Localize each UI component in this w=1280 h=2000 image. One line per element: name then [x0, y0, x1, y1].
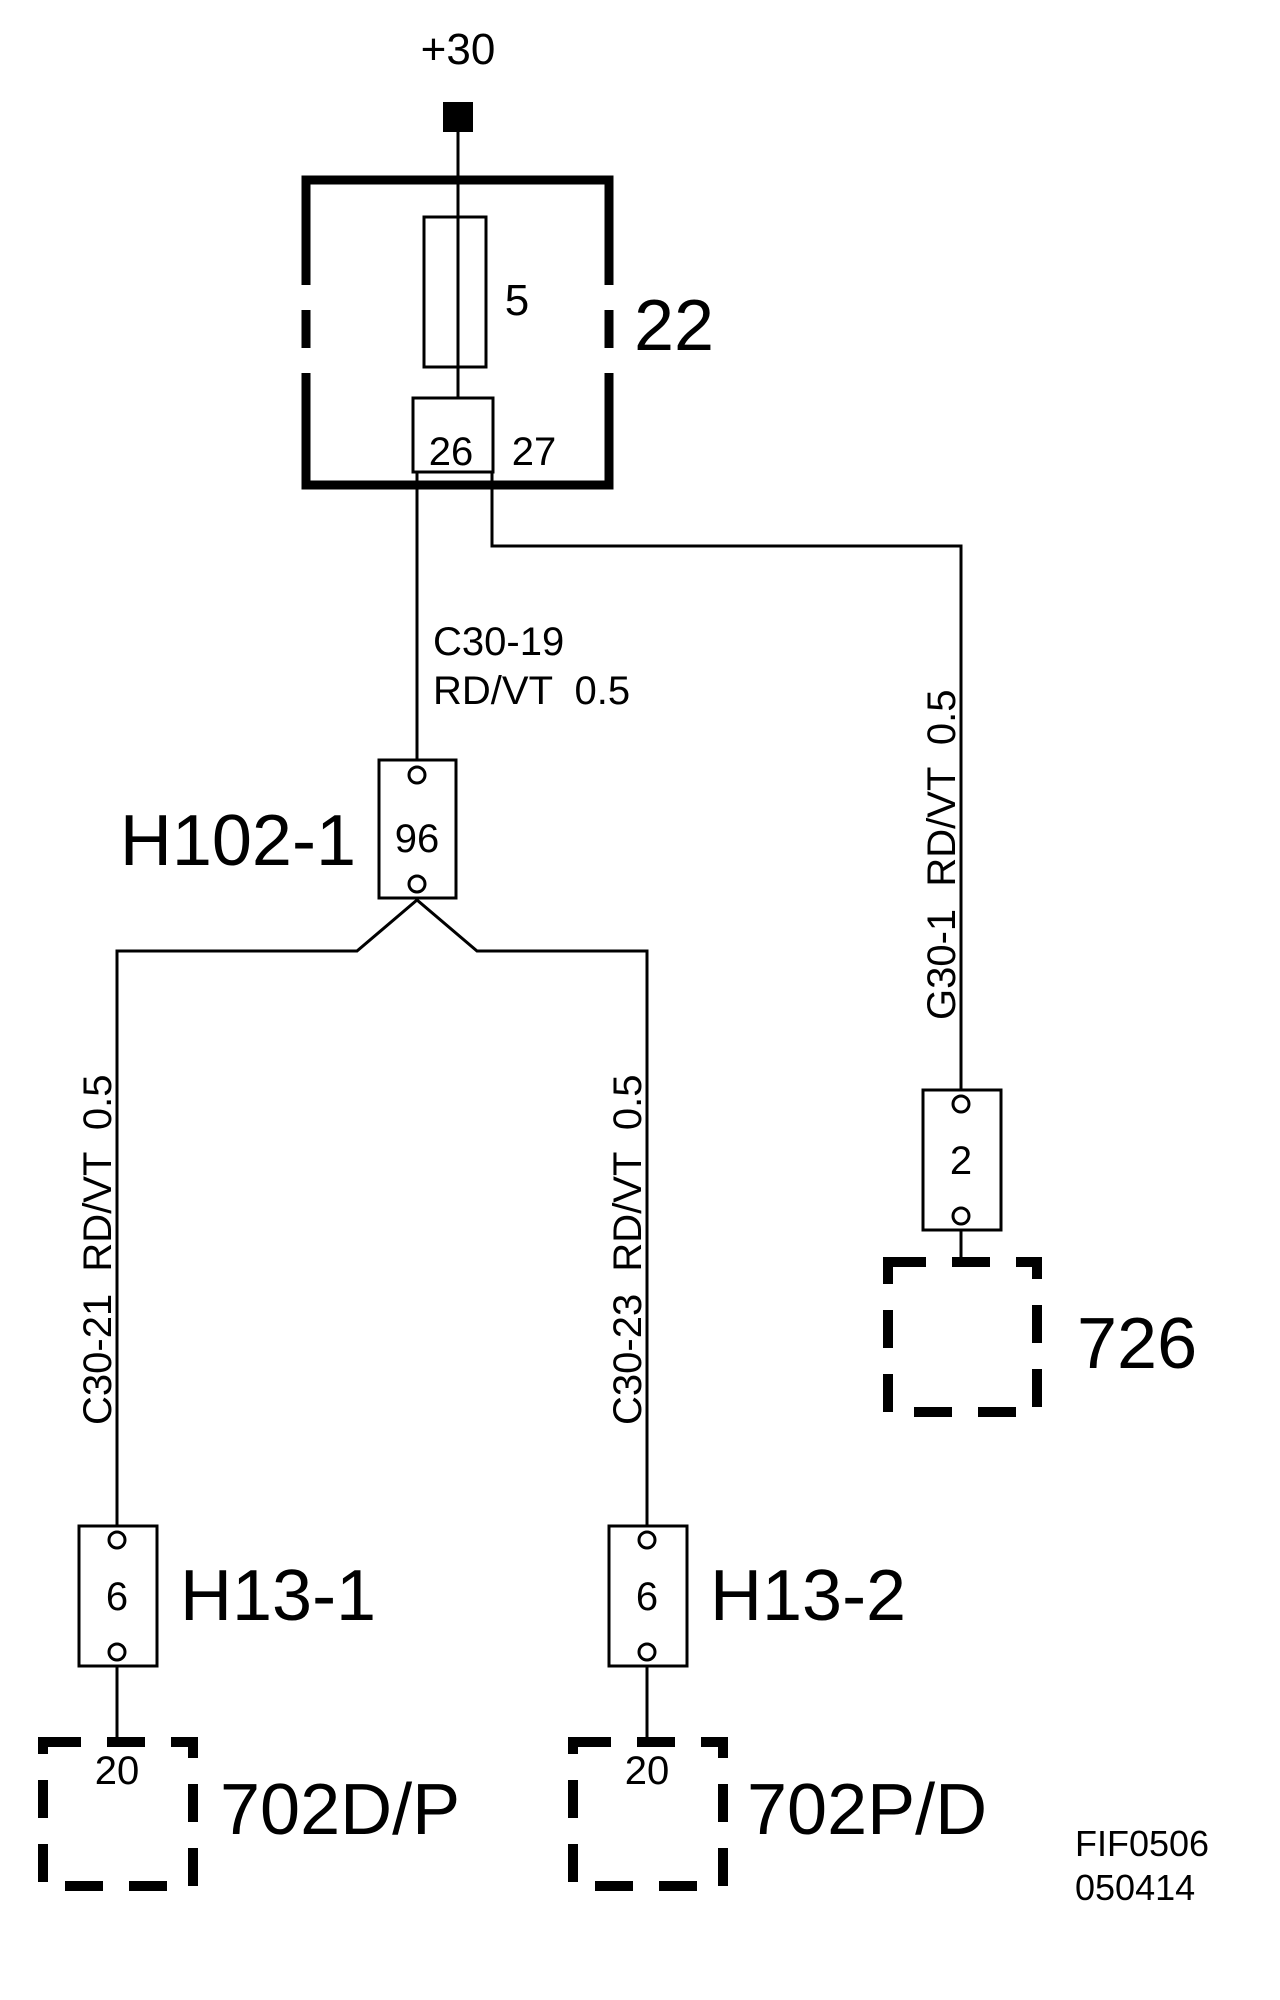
- component-702dp-box: [38, 1737, 198, 1891]
- supply-terminal: [443, 102, 473, 132]
- connector-h13-2-pin-bottom: [637, 1642, 657, 1662]
- connector-h13-2-pin: 6: [636, 1575, 658, 1619]
- fuse-box-pin-right: 27: [512, 430, 557, 474]
- fuse-box-pin-left: 26: [429, 430, 474, 474]
- fuse-box-id: 22: [634, 286, 714, 366]
- fuse-box-pin-block: [411, 396, 495, 474]
- connector-h102-pin-top: [407, 765, 427, 785]
- connector-h13-1-id: H13-1: [180, 1556, 376, 1636]
- wire-c30-19-label-line2: RD/VT 0.5: [433, 669, 630, 713]
- component-702pd-box: [568, 1737, 728, 1891]
- wire-c30-23-label: C30-23 RD/VT 0.5: [606, 1074, 650, 1425]
- connector-726-pin-bottom: [951, 1206, 971, 1226]
- footer-code: FIF0506: [1075, 1823, 1209, 1864]
- connector-726-pin: 2: [950, 1139, 972, 1183]
- component-702dp-pin: 20: [95, 1749, 140, 1793]
- wire-g30-1-label: G30-1 RD/VT 0.5: [920, 689, 964, 1020]
- connector-h13-2-pin-top: [637, 1530, 657, 1550]
- component-702pd-pin: 20: [625, 1749, 670, 1793]
- connector-h102-id: H102-1: [120, 801, 356, 881]
- connector-h13-1-pin-bottom: [107, 1642, 127, 1662]
- wire-c30-21-label: C30-21 RD/VT 0.5: [76, 1074, 120, 1425]
- fuse-element: [422, 215, 488, 369]
- connector-h13-1-pin: 6: [106, 1575, 128, 1619]
- supply-label: +30: [421, 25, 496, 74]
- component-726-id: 726: [1077, 1304, 1197, 1384]
- wire-c30-19-label-line1: C30-19: [433, 620, 564, 664]
- component-702dp-id: 702D/P: [220, 1770, 460, 1850]
- wire-g30-1: [490, 470, 963, 1092]
- connector-h102-pin-bottom: [407, 874, 427, 894]
- connector-h13-1-pin-top: [107, 1530, 127, 1550]
- fuse-rating: 5: [505, 276, 529, 325]
- wire-split: [115, 898, 649, 1528]
- connector-h13-2-id: H13-2: [710, 1556, 906, 1636]
- connector-726-pin-top: [951, 1094, 971, 1114]
- component-726-box: [883, 1257, 1042, 1417]
- component-702pd-id: 702P/D: [747, 1770, 987, 1850]
- footer-date: 050414: [1075, 1867, 1195, 1908]
- fuse-box: [301, 175, 614, 490]
- connector-h102-pin: 96: [395, 817, 440, 861]
